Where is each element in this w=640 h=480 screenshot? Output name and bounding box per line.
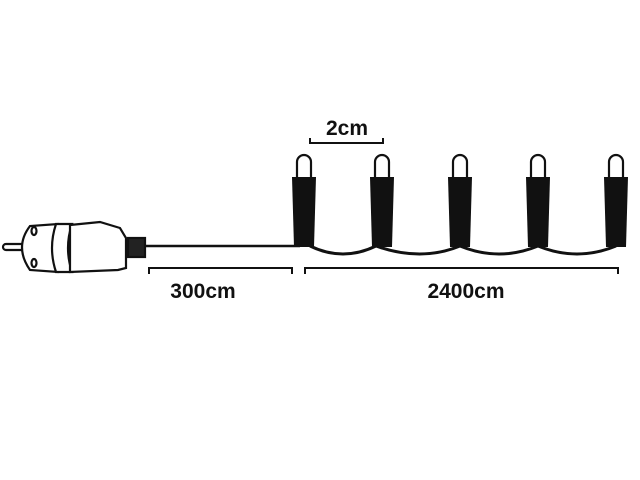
- bulb-icon: [373, 153, 391, 177]
- bulb-icon: [529, 153, 547, 177]
- lit-length-bracket: [304, 267, 619, 274]
- bulb-icon: [607, 153, 625, 177]
- lead-cable-bracket: [148, 267, 293, 274]
- bulb-icon: [295, 153, 313, 177]
- bulb-socket: [448, 177, 472, 247]
- bulb-socket: [370, 177, 394, 247]
- lit-length-label: 2400cm: [427, 280, 504, 303]
- spacing-bracket: [309, 138, 384, 144]
- lead-cable-label: 300cm: [170, 280, 235, 303]
- string-wire: [309, 244, 617, 256]
- plug-icon: [1, 220, 147, 274]
- bulb-socket: [604, 177, 628, 247]
- bulbs: [292, 153, 628, 247]
- bulb-socket: [292, 177, 316, 247]
- bulb-socket: [526, 177, 550, 247]
- plug-connector: [126, 236, 147, 259]
- bulb-icon: [451, 153, 469, 177]
- plug-body: [68, 220, 128, 274]
- spacing-label: 2cm: [326, 117, 368, 140]
